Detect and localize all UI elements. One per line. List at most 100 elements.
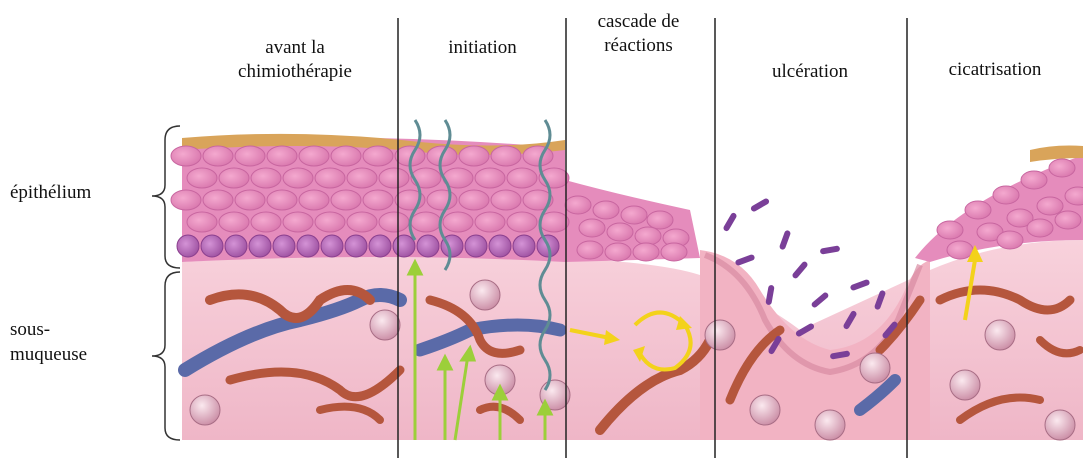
epithelial-cell	[283, 168, 313, 188]
epithelial-cell	[203, 146, 233, 166]
epithelial-cell	[523, 146, 553, 166]
basal-cell	[465, 235, 487, 257]
epithelial-cell	[605, 243, 631, 261]
basal-cell	[345, 235, 367, 257]
stage-label-before-chemo: avant la chimiothérapie	[200, 36, 390, 84]
epithelial-cell	[661, 243, 687, 261]
bacterium	[779, 230, 791, 251]
basal-cell	[297, 235, 319, 257]
bacterium	[810, 291, 829, 308]
basal-cell	[201, 235, 223, 257]
bacterium	[722, 212, 737, 232]
epithelial-cell	[219, 212, 249, 232]
epithelial-cell	[347, 212, 377, 232]
white-blood-cell	[1045, 410, 1075, 440]
bacterium	[750, 197, 770, 212]
stage-label-ulceration: ulcération	[720, 60, 900, 84]
epithelial-cell	[443, 212, 473, 232]
epithelial-cell	[475, 212, 505, 232]
basal-cell	[273, 235, 295, 257]
stage-label-cascade: cascade de réactions	[566, 10, 711, 58]
white-blood-cell	[190, 395, 220, 425]
epithelial-cell	[347, 168, 377, 188]
epithelial-cell	[579, 219, 605, 237]
epithelial-cell	[647, 211, 673, 229]
white-blood-cell	[705, 320, 735, 350]
epithelial-cell	[965, 201, 991, 219]
epithelial-cell	[187, 212, 217, 232]
ulcer-crater	[700, 250, 930, 440]
submucosa-brace	[152, 272, 180, 440]
epithelial-cell	[299, 146, 329, 166]
epithelial-cell	[267, 146, 297, 166]
epithelial-cell	[171, 146, 201, 166]
epithelial-cell	[621, 206, 647, 224]
epithelial-cell	[507, 168, 537, 188]
epithelial-cell	[427, 190, 457, 210]
epithelial-cell	[203, 190, 233, 210]
basal-cell	[369, 235, 391, 257]
epithelial-cell	[315, 168, 345, 188]
epithelial-cell	[993, 186, 1019, 204]
bacterium	[850, 279, 871, 291]
epithelial-cell	[491, 190, 521, 210]
white-blood-cell	[950, 370, 980, 400]
basal-cell	[225, 235, 247, 257]
epithelium-label: épithélium	[10, 181, 91, 206]
submucosa-label: sous- muqueuse	[10, 318, 87, 367]
epithelial-cell	[1027, 219, 1053, 237]
epithelial-cell	[635, 227, 661, 245]
epithelial-cell	[491, 146, 521, 166]
white-blood-cell	[750, 395, 780, 425]
white-blood-cell	[860, 353, 890, 383]
basal-cell	[321, 235, 343, 257]
basal-cell	[513, 235, 535, 257]
epithelial-cell	[379, 168, 409, 188]
white-blood-cell	[370, 310, 400, 340]
epithelial-cell	[997, 231, 1023, 249]
epithelial-cell	[299, 190, 329, 210]
epithelial-cell	[283, 212, 313, 232]
bacterium	[791, 260, 808, 279]
epithelial-cell	[331, 190, 361, 210]
epithelial-cell	[219, 168, 249, 188]
epithelial-cell	[235, 146, 265, 166]
epithelial-cell	[1055, 211, 1081, 229]
epithelial-cell	[1049, 159, 1075, 177]
stage-label-healing: cicatrisation	[910, 58, 1080, 82]
basal-cell	[489, 235, 511, 257]
epithelial-cell	[411, 212, 441, 232]
epithelial-cell	[1037, 197, 1063, 215]
epithelial-cell	[379, 212, 409, 232]
epithelial-cell	[235, 190, 265, 210]
epithelial-cell	[565, 196, 591, 214]
epithelial-cell	[315, 212, 345, 232]
epithelial-cell	[331, 146, 361, 166]
basal-cell	[249, 235, 271, 257]
epithelial-cell	[577, 241, 603, 259]
white-blood-cell	[985, 320, 1015, 350]
epithelial-cell	[633, 243, 659, 261]
epithelial-cell	[1021, 171, 1047, 189]
stage-label-initiation: initiation	[405, 36, 560, 60]
basal-cell	[177, 235, 199, 257]
epithelial-cell	[363, 190, 393, 210]
bacterium	[820, 245, 841, 254]
bacterium	[765, 285, 774, 306]
epithelial-cell	[475, 168, 505, 188]
epithelial-cell	[251, 168, 281, 188]
epithelial-cell	[187, 168, 217, 188]
layer-braces	[152, 126, 180, 440]
basal-cell	[417, 235, 439, 257]
epithelial-cell	[267, 190, 297, 210]
epithelial-cell	[593, 201, 619, 219]
epithelial-cell	[363, 146, 393, 166]
epithelial-cell	[937, 221, 963, 239]
epithelial-cell	[607, 223, 633, 241]
epithelial-cell	[459, 190, 489, 210]
white-blood-cell	[815, 410, 845, 440]
epithelial-cell	[171, 190, 201, 210]
bacterium	[735, 254, 756, 266]
epithelial-cell	[947, 241, 973, 259]
epithelial-cell	[507, 212, 537, 232]
